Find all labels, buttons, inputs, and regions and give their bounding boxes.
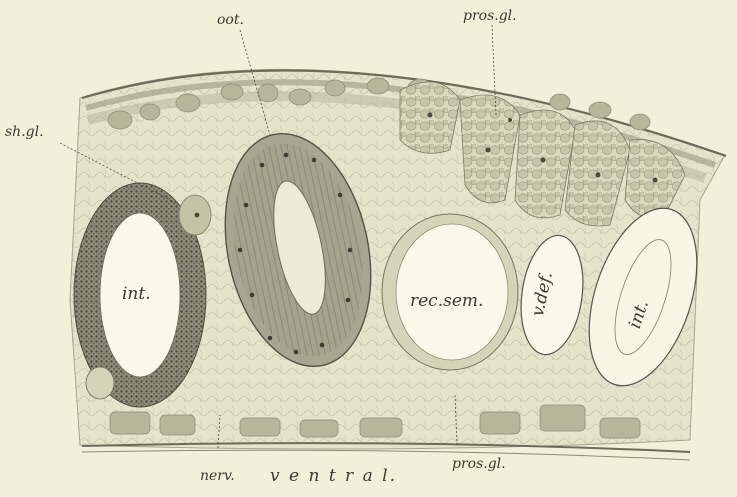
label-pros-gl-bottom: pros.gl. [452,456,506,472]
label-pros-gl-top: pros.gl. [463,8,517,24]
label-sh-gl: sh.gl. [5,124,44,140]
label-int-left: int. [122,284,151,304]
label-oot: oot. [217,12,244,28]
label-nerv: nerv. [200,468,235,484]
label-ventral: v e n t r a l. [270,466,397,486]
label-rec-sem: rec.sem. [410,291,483,311]
